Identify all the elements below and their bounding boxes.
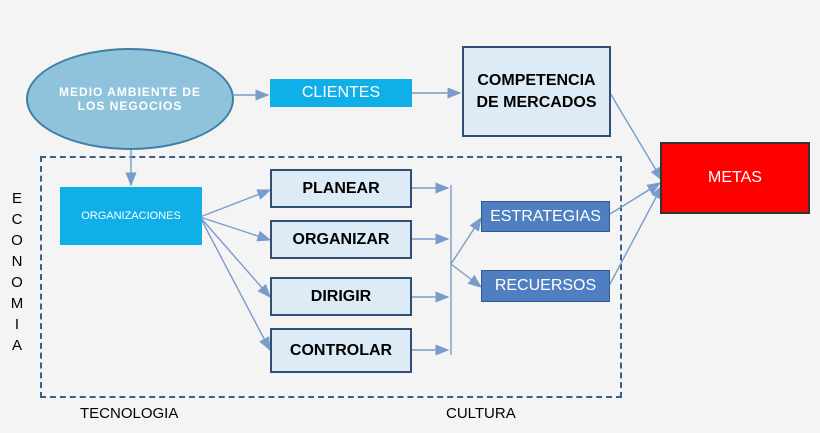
arrow-org-controlar — [199, 216, 271, 352]
tecnologia-label: TECNOLOGIA — [80, 405, 179, 422]
arrow-org-organizar — [199, 216, 272, 242]
arrow-org-planear — [199, 189, 272, 218]
arrow-recursos-metas — [609, 184, 663, 285]
recursos-node: RECUERSOS — [481, 270, 610, 302]
planear-node: PLANEAR — [270, 169, 412, 208]
competencia-node: COMPETENCIA DE MERCADOS — [462, 46, 611, 137]
arrow-competencia-metas — [609, 92, 663, 182]
clientes-node: CLIENTES — [270, 79, 412, 107]
metas-node: METAS — [660, 142, 810, 214]
estrategias-node: ESTRATEGIAS — [481, 201, 610, 232]
cultura-label: CULTURA — [446, 405, 516, 422]
arrow-estrategias-metas — [609, 182, 662, 215]
medio-ambiente-node: MEDIO AMBIENTE DE LOS NEGOCIOS — [26, 48, 234, 150]
economia-label: E C O N O M I A — [10, 190, 24, 354]
controlar-node: CONTROLAR — [270, 328, 412, 373]
organizaciones-node: ORGANIZACIONES — [60, 187, 202, 245]
arrow-org-dirigir — [199, 216, 271, 299]
dirigir-node: DIRIGIR — [270, 277, 412, 316]
arrow-bus-estrategias — [450, 216, 482, 265]
arrow-bus-recursos — [450, 263, 483, 288]
organizar-node: ORGANIZAR — [270, 220, 412, 259]
environment-frame — [40, 156, 622, 398]
